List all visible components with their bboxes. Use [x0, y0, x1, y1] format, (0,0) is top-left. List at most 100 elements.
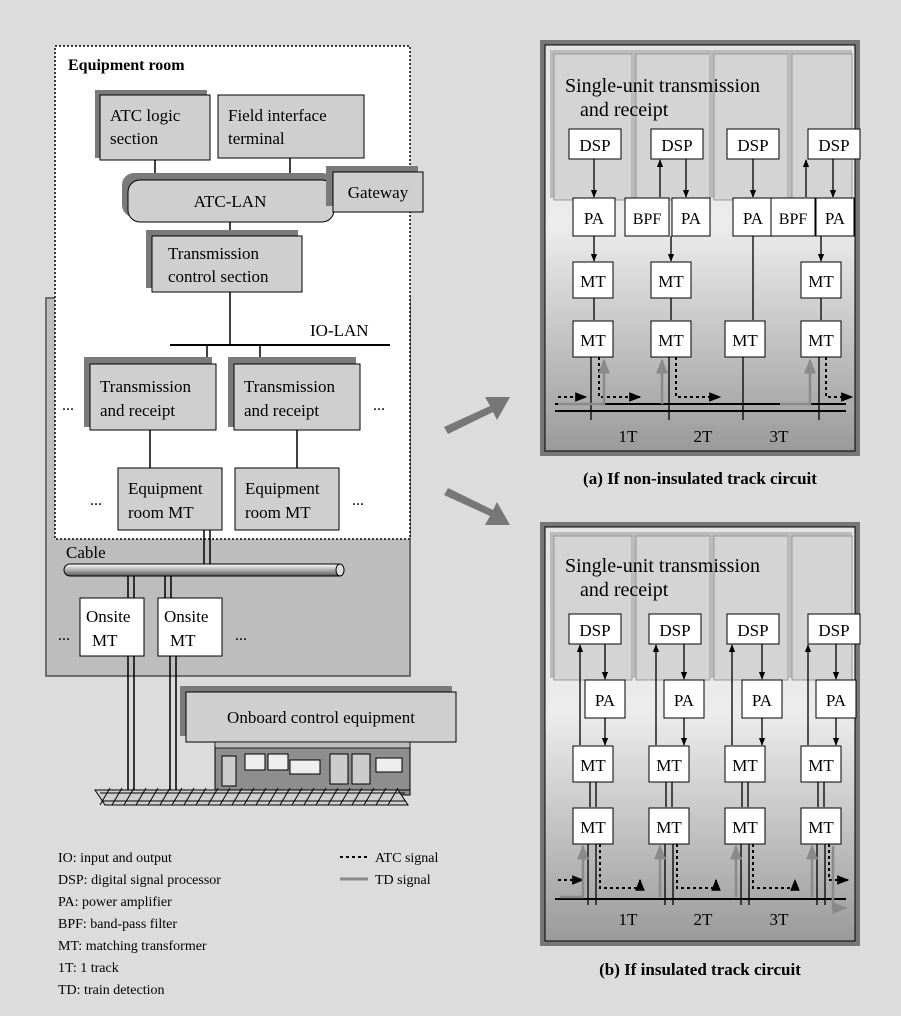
big-arrow-upper	[444, 397, 510, 434]
b-mt-2a: MT	[656, 756, 682, 775]
b-track-1t: 1T	[619, 910, 639, 929]
onsite-mt-left-label-2: MT	[92, 631, 118, 650]
a-pa-2: PA	[681, 209, 702, 228]
field-interface-label-1: Field interface	[228, 106, 327, 125]
a-track-2t: 2T	[694, 427, 714, 446]
gateway-label: Gateway	[348, 183, 409, 202]
abbr-mt: MT: matching transformer	[58, 939, 207, 954]
cable	[63, 563, 345, 577]
trx-right-label-2: and receipt	[244, 401, 319, 420]
abbr-pa: PA: power amplifier	[58, 895, 172, 910]
transmission-receipt-box-right	[233, 363, 361, 431]
onsite-mt-right	[157, 597, 223, 657]
ellipsis-onsite-left: ...	[58, 627, 70, 644]
equipment-room-mt-right	[234, 467, 340, 531]
atc-lan-label: ATC-LAN	[194, 192, 267, 211]
b-mt-1a: MT	[580, 756, 606, 775]
onsite-mt-left-label-1: Onsite	[86, 607, 130, 626]
transmission-control-box	[151, 235, 303, 293]
a-dsp-1: DSP	[579, 136, 610, 155]
abbr-td: TD: train detection	[58, 983, 165, 998]
b-pa-1: PA	[595, 691, 616, 710]
panel-b: Single-unit transmission and receipt DSP…	[540, 522, 861, 979]
transmission-control-label-2: control section	[168, 267, 269, 286]
td-signal-label: TD signal	[375, 873, 431, 888]
a-pa-4: PA	[825, 209, 846, 228]
atc-logic-label-2: section	[110, 129, 159, 148]
b-dsp-4: DSP	[818, 621, 849, 640]
track	[94, 787, 409, 806]
trx-right-label-1: Transmission	[244, 377, 336, 396]
a-track-1t: 1T	[619, 427, 639, 446]
abbr-1t: 1T: 1 track	[58, 961, 119, 976]
b-dsp-3: DSP	[737, 621, 768, 640]
ellipsis-trx-right: ...	[373, 397, 385, 414]
train-illustration	[214, 741, 411, 804]
a-dsp-3: DSP	[737, 136, 768, 155]
onsite-mt-right-label-1: Onsite	[164, 607, 208, 626]
io-lan-label: IO-LAN	[310, 321, 369, 340]
equipment-room-mt-left	[117, 467, 223, 531]
ellipsis-mt-left: ...	[90, 492, 102, 509]
field-interface-box	[217, 94, 365, 159]
eq-mt-left-label-1: Equipment	[128, 479, 203, 498]
atc-signal-label: ATC signal	[375, 851, 439, 866]
abbr-bpf: BPF: band-pass filter	[58, 917, 177, 932]
onboard-control-box	[185, 691, 457, 743]
equipment-room-title: Equipment room	[68, 57, 185, 74]
panel-b-caption: (b) If insulated track circuit	[599, 960, 801, 979]
panel-b-title-2: and receipt	[580, 579, 669, 601]
panel-a-title-2: and receipt	[580, 99, 669, 121]
cable-label: Cable	[66, 543, 106, 562]
legend: IO: input and output DSP: digital signal…	[58, 851, 439, 998]
panel-a-caption: (a) If non-insulated track circuit	[583, 469, 817, 488]
a-mt-1b: MT	[580, 331, 606, 350]
a-pa-1: PA	[584, 209, 605, 228]
field-interface-label-2: terminal	[228, 129, 285, 148]
panel-a-title-1: Single-unit transmission	[565, 75, 760, 97]
panel-a: Single-unit transmission and receipt DSP…	[540, 40, 861, 488]
a-bpf-2: BPF	[779, 211, 808, 228]
abbr-io: IO: input and output	[58, 851, 172, 866]
b-mt-4a: MT	[808, 756, 834, 775]
abbr-dsp: DSP: digital signal processor	[58, 873, 221, 888]
b-dsp-1: DSP	[579, 621, 610, 640]
ellipsis-mt-right: ...	[352, 492, 364, 509]
ellipsis-onsite-right: ...	[235, 627, 247, 644]
a-bpf-1: BPF	[633, 211, 662, 228]
onsite-mt-right-label-2: MT	[170, 631, 196, 650]
transmission-control-label-1: Transmission	[168, 244, 260, 263]
onboard-label: Onboard control equipment	[227, 708, 415, 727]
eq-mt-right-label-1: Equipment	[245, 479, 320, 498]
transmission-receipt-box-left	[89, 363, 217, 431]
b-mt-4b: MT	[808, 818, 834, 837]
a-track-3t: 3T	[770, 427, 790, 446]
a-mt-1a: MT	[580, 272, 606, 291]
b-pa-2: PA	[674, 691, 695, 710]
equipment-section: Equipment room ATC logic section Field i…	[45, 45, 457, 806]
eq-mt-right-label-2: room MT	[245, 503, 311, 522]
eq-mt-left-label-2: room MT	[128, 503, 194, 522]
b-mt-1b: MT	[580, 818, 606, 837]
trx-left-label-1: Transmission	[100, 377, 192, 396]
b-track-2t: 2T	[694, 910, 714, 929]
panel-b-title-1: Single-unit transmission	[565, 555, 760, 577]
a-mt-2b: MT	[658, 331, 684, 350]
b-mt-3a: MT	[732, 756, 758, 775]
a-pa-3: PA	[743, 209, 764, 228]
b-pa-3: PA	[752, 691, 773, 710]
b-mt-2b: MT	[656, 818, 682, 837]
a-dsp-4: DSP	[818, 136, 849, 155]
gateway-box	[332, 171, 424, 213]
a-mt-3b: MT	[732, 331, 758, 350]
a-dsp-2: DSP	[661, 136, 692, 155]
ellipsis-trx-left: ...	[62, 397, 74, 414]
big-arrow-lower	[444, 488, 510, 525]
b-pa-4: PA	[826, 691, 847, 710]
onsite-mt-left	[79, 597, 145, 657]
b-track-3t: 3T	[770, 910, 790, 929]
b-mt-3b: MT	[732, 818, 758, 837]
atc-logic-label-1: ATC logic	[110, 106, 181, 125]
equipment-room-boundary	[54, 45, 411, 540]
